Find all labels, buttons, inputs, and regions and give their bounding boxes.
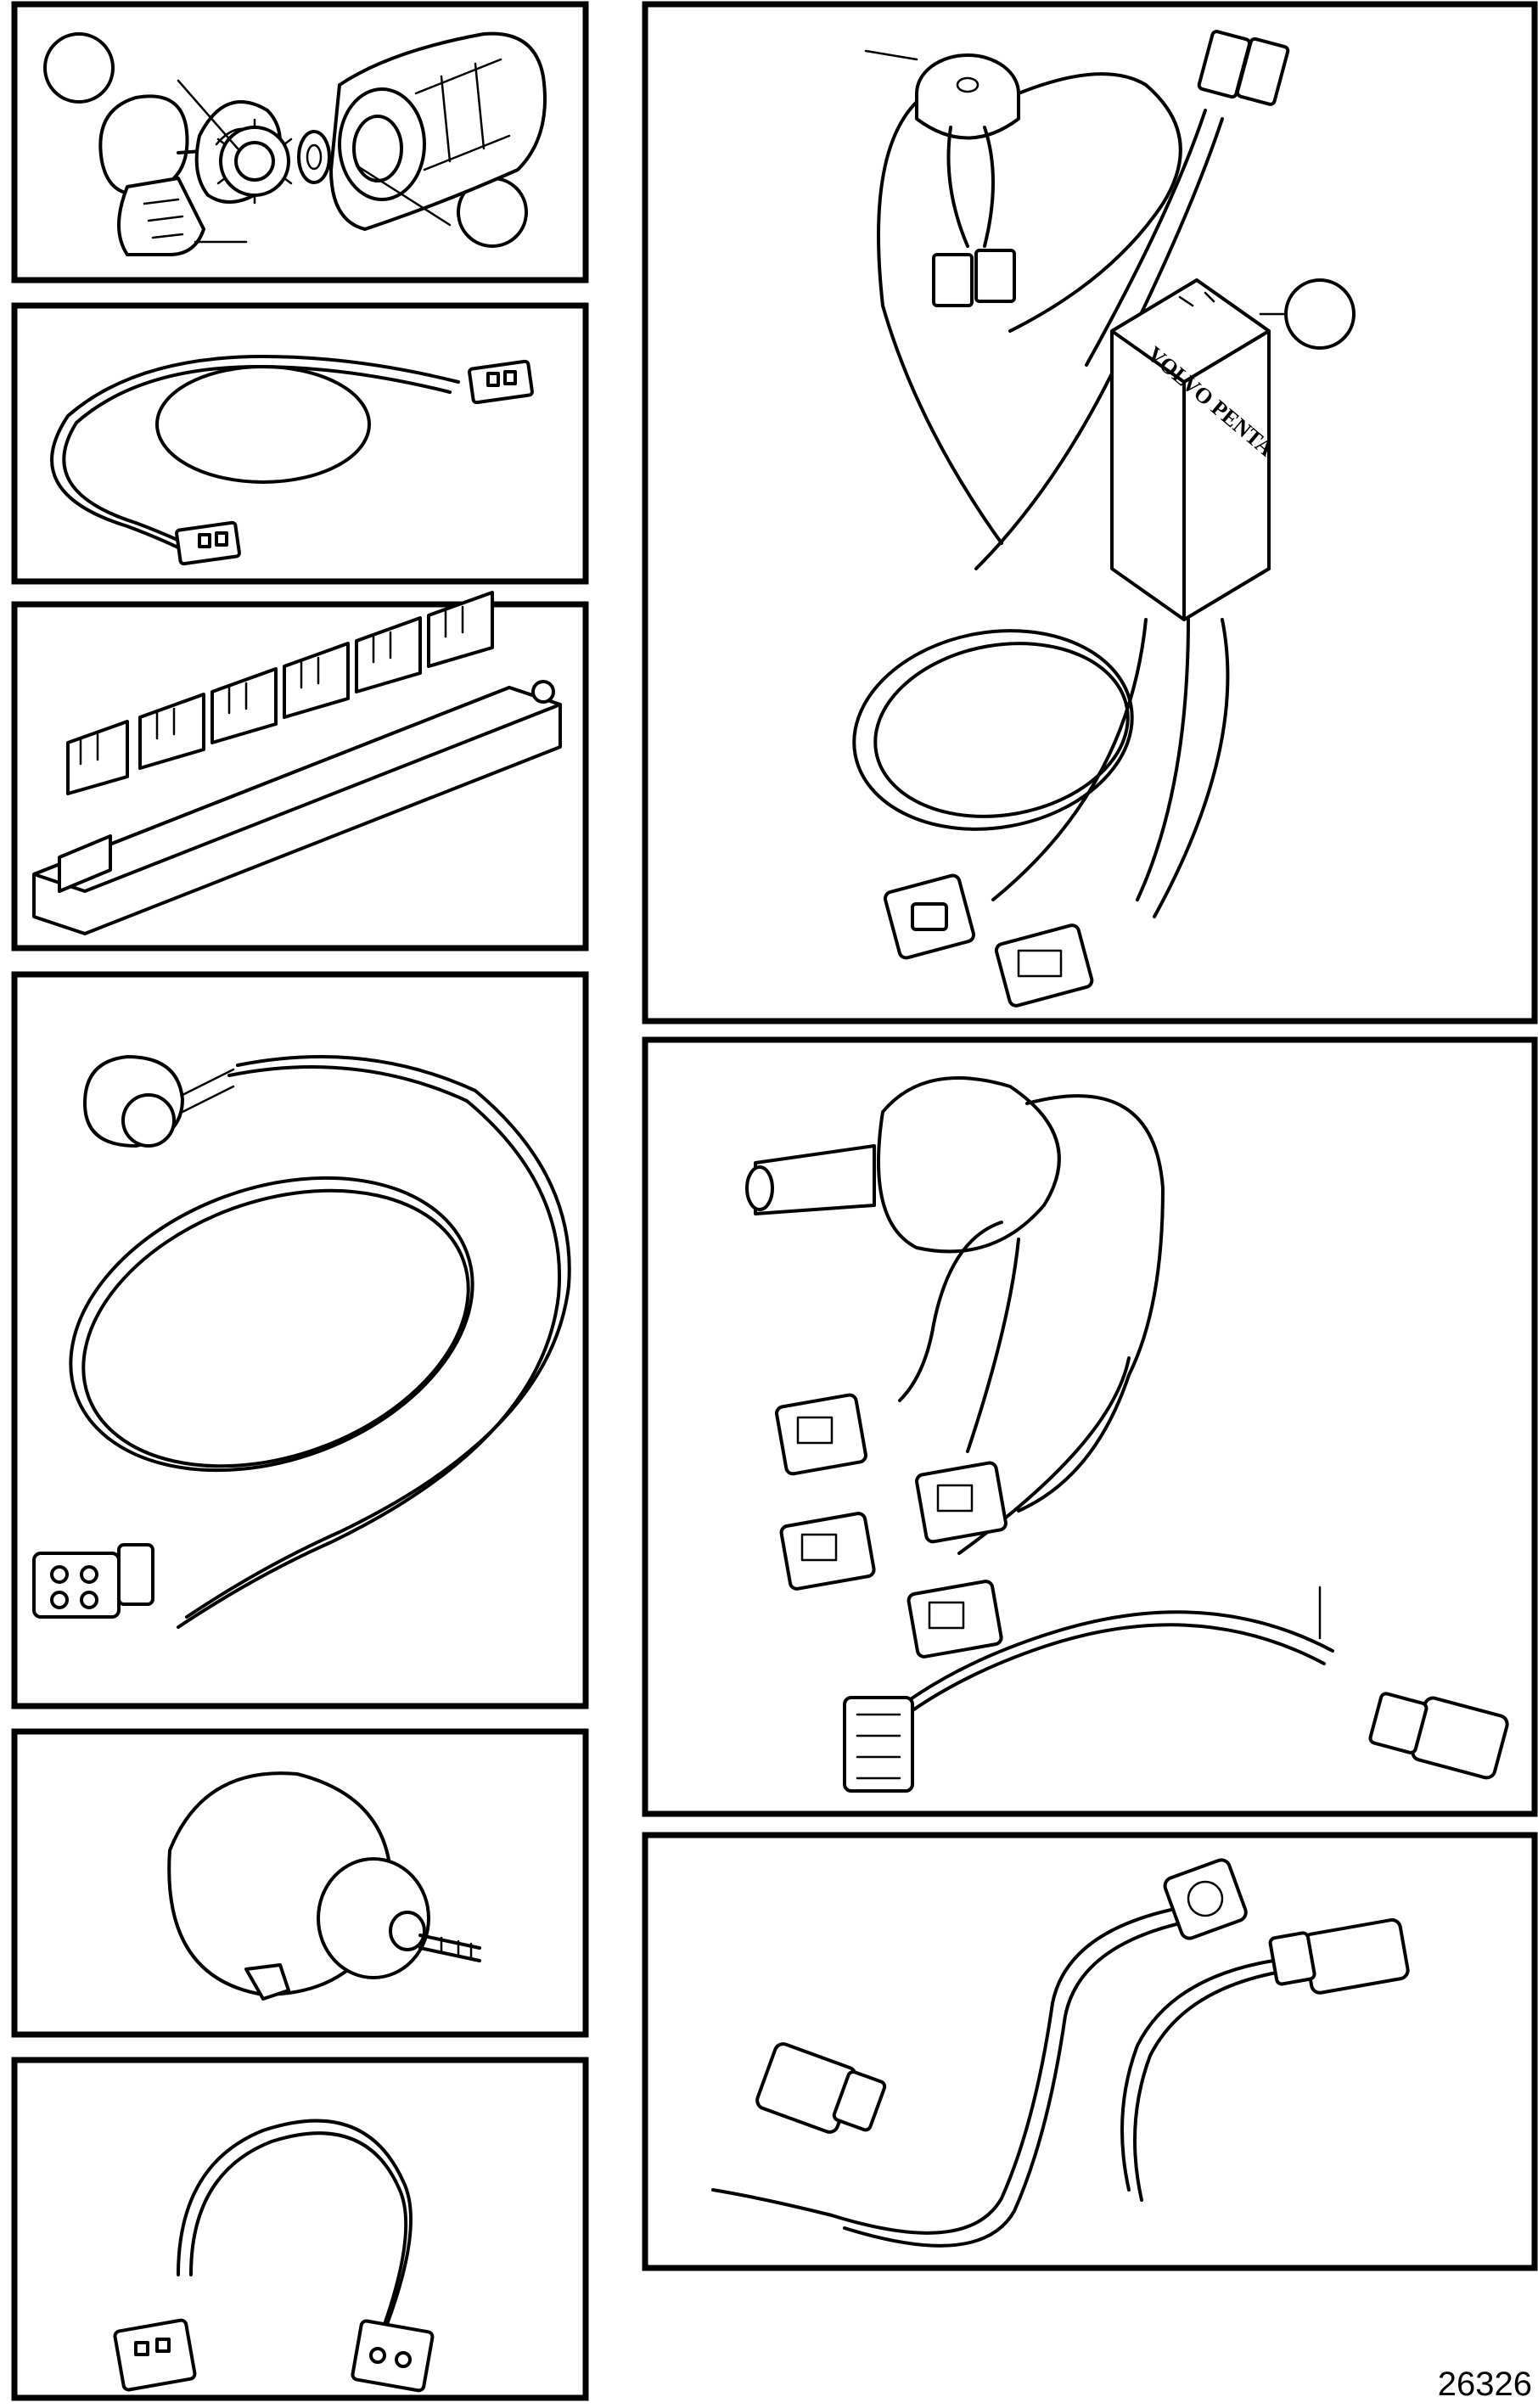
connector-plug-icon [907, 1580, 1003, 1659]
connector-plug-icon [1268, 1918, 1410, 1995]
panel-ignition-switch-kit [11, 1, 589, 283]
connector-plug-icon [1368, 1692, 1509, 1780]
connector-plug-icon [32, 1543, 154, 1619]
reference-number: 26326 [1438, 2366, 1532, 2403]
connector-plug-icon [915, 1461, 1008, 1544]
connector-plug-icon [113, 2318, 197, 2392]
connector-plug-icon [994, 923, 1094, 1008]
connector-plug-icon [351, 2319, 435, 2393]
panel-buzzer-module-harness: VOLVO PENTA [642, 1, 1538, 1024]
connector-plug-icon [775, 1393, 867, 1476]
buzzer-icon [864, 49, 1020, 140]
connector-plug-icon [932, 249, 1016, 307]
panel-adapter-harness [642, 1832, 1538, 2271]
switch-body-icon [745, 1076, 1061, 1254]
panel-extension-cable [11, 302, 589, 585]
panel-switch-harness [642, 1036, 1538, 1817]
callout-marker [1284, 278, 1356, 350]
washer-icon [297, 130, 331, 184]
connector-plug-icon [779, 1512, 876, 1591]
connector-plug-icon [175, 520, 241, 566]
connector-plug-icon [1163, 1858, 1248, 1940]
connector-plug-icon [468, 359, 534, 405]
connector-plug-icon [1197, 30, 1290, 106]
socket-row [66, 591, 494, 795]
callout-marker [43, 32, 115, 104]
panel-rotary-switch [11, 1728, 589, 2038]
connector-plug-icon [755, 2042, 887, 2134]
panel-y-splitter-cable [11, 2057, 589, 2401]
lock-nut-icon [216, 118, 293, 205]
connector-plug-icon [883, 873, 976, 960]
connector-plug-icon [843, 1696, 914, 1793]
connector-housing-icon [83, 1055, 235, 1148]
switch-barrel-icon [329, 31, 547, 231]
panel-coiled-cable-harness [11, 971, 589, 1709]
control-module-icon: VOLVO PENTA [1110, 278, 1278, 621]
panel-junction-connector-block [11, 591, 589, 951]
